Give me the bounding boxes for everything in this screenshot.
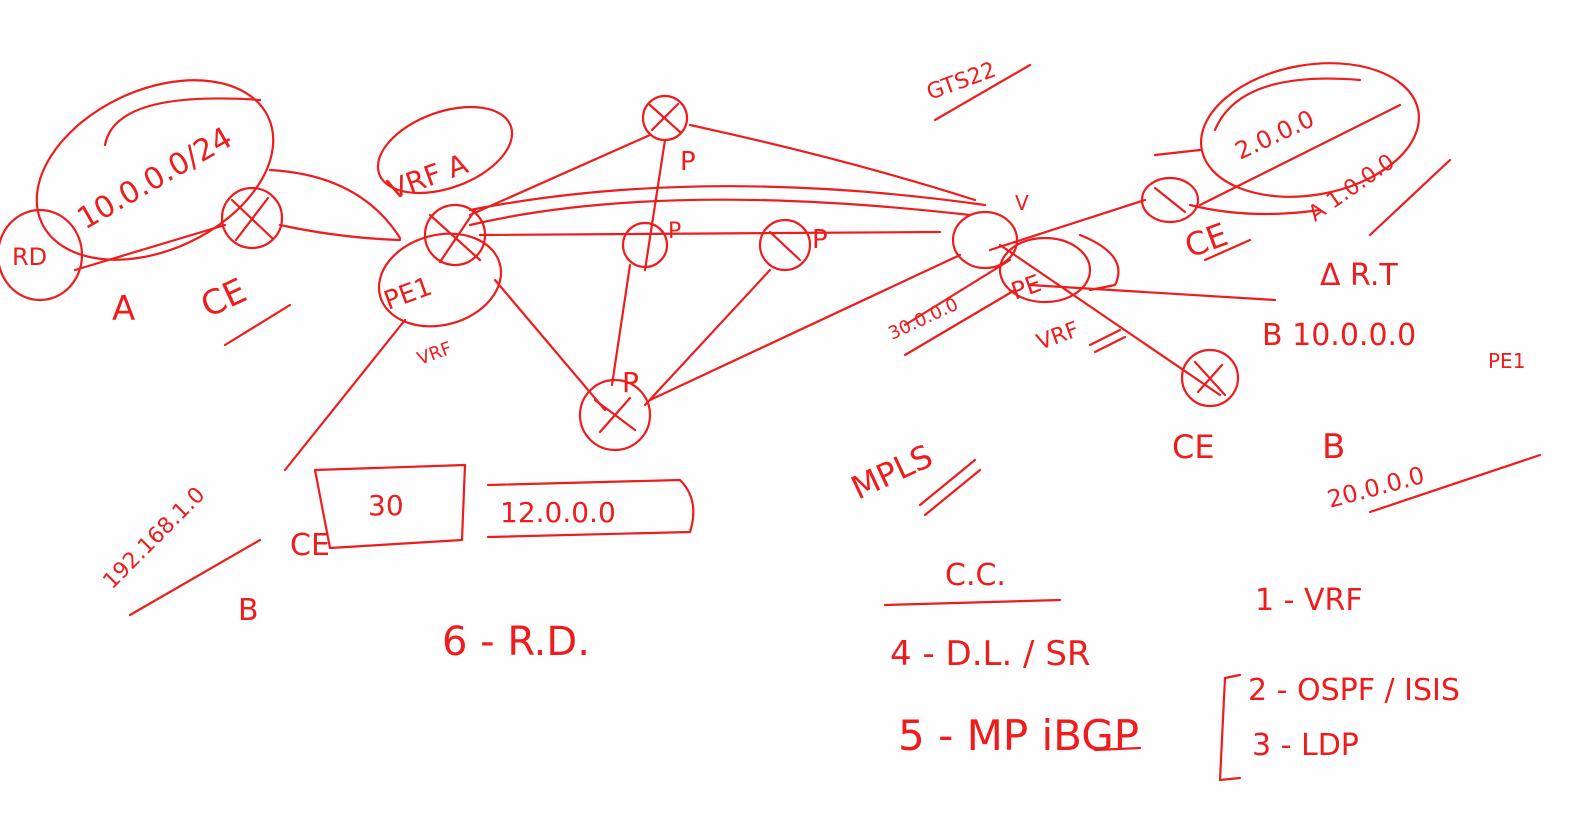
vrf-a-label: VRF A bbox=[383, 147, 472, 206]
p-label-mid: P bbox=[668, 219, 681, 244]
b2-prefix: 20.0.0.0 bbox=[1324, 461, 1427, 514]
step-igp: 2 - OSPF / ISIS bbox=[1248, 673, 1460, 708]
box-30-text: 30 bbox=[368, 489, 404, 522]
ce-right-label: CE bbox=[1180, 215, 1233, 265]
ce-bottom-left-label: CE bbox=[290, 528, 330, 563]
ce-bottom-right-router bbox=[1180, 348, 1240, 408]
step-cc: C.C. bbox=[945, 558, 1006, 593]
p-router-mid bbox=[621, 221, 669, 269]
site-right-cloud bbox=[1199, 62, 1421, 198]
site-a-label: A bbox=[112, 289, 135, 329]
drawing-strokes bbox=[0, 62, 1542, 782]
labels: RD 10.0.0.0/24 A CE VRF A PE1 VRF P P P … bbox=[12, 58, 1525, 763]
cloud-prefix: 2.0.0.0 bbox=[1231, 105, 1319, 166]
step-rd: 6 - R.D. bbox=[442, 619, 590, 665]
pe1-router bbox=[377, 232, 503, 328]
pe1-vrf-label: VRF bbox=[415, 338, 455, 370]
box-12-text: 12.0.0.0 bbox=[500, 496, 616, 529]
pe2-label: PE bbox=[1007, 269, 1044, 305]
box-12 bbox=[486, 478, 695, 539]
a-prefix: A 1.0.0.0 bbox=[1304, 150, 1399, 227]
rd-label: RD bbox=[12, 243, 47, 271]
b-prefix: B 10.0.0.0 bbox=[1262, 318, 1416, 353]
p-label-right: P bbox=[812, 225, 828, 255]
ce-right-router bbox=[1140, 176, 1200, 224]
top-note: GTS22 bbox=[924, 58, 1000, 106]
pe2-v-label: V bbox=[1015, 191, 1029, 215]
b-label-left: B bbox=[238, 593, 259, 628]
pe1-label: PE1 bbox=[380, 272, 436, 317]
ce-left-router bbox=[220, 186, 284, 250]
rt-label: Δ R.T bbox=[1320, 258, 1398, 293]
pe2-prefix: 30.0.0.0 bbox=[885, 294, 961, 344]
step-vrf: 1 - VRF bbox=[1255, 583, 1363, 618]
step-ldp: 3 - LDP bbox=[1252, 728, 1359, 763]
p-label-top: P bbox=[680, 147, 696, 177]
site-a-prefix: 10.0.0.0/24 bbox=[72, 120, 239, 236]
step-dl: 4 - D.L. / SR bbox=[890, 634, 1091, 674]
ce-bottom-label: CE bbox=[1172, 428, 1215, 466]
p-router-bottom bbox=[578, 378, 652, 452]
step-bgp: 5 - MP iBGP bbox=[898, 711, 1139, 760]
p-label-bottom: P bbox=[622, 366, 639, 399]
box-30 bbox=[313, 463, 467, 550]
pe2-vrf-label: VRF bbox=[1034, 317, 1083, 355]
site-a-cloud bbox=[35, 79, 275, 261]
p-router-right bbox=[758, 218, 812, 272]
mpls-label: MPLS bbox=[845, 437, 938, 507]
pe-ref-label: PE1 bbox=[1488, 349, 1525, 373]
ce-left-label: CE bbox=[195, 271, 253, 326]
pe2-router bbox=[951, 210, 1019, 270]
b-label-right: B bbox=[1322, 427, 1345, 467]
